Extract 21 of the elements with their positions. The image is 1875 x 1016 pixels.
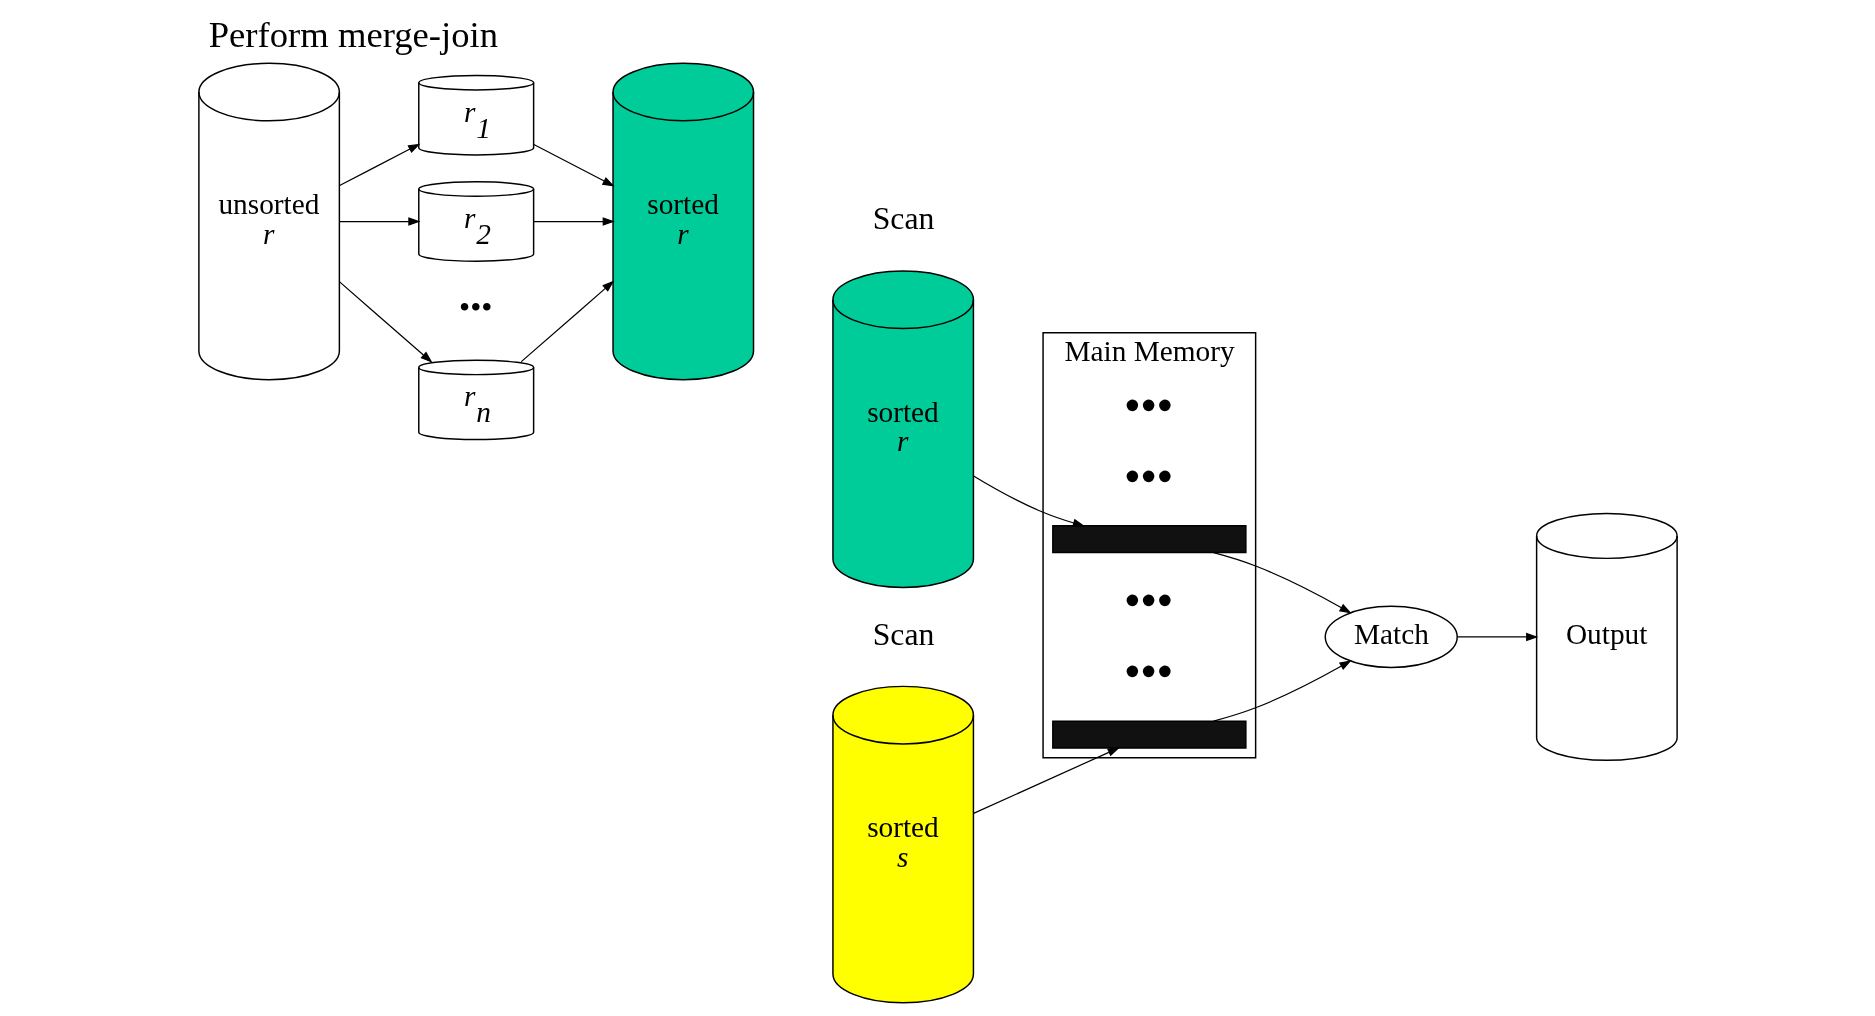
arrow: [1212, 660, 1352, 722]
arrow: [972, 747, 1120, 814]
label: ●●●: [1123, 655, 1173, 686]
label: ●●●: [1123, 584, 1173, 615]
label: Scan: [872, 616, 934, 652]
arrow: [338, 281, 432, 363]
arrow: [1212, 552, 1352, 614]
arrow: [338, 217, 421, 226]
node-box: [1051, 720, 1247, 749]
arrow: [532, 143, 615, 187]
diagram-title: Perform merge-join: [208, 14, 498, 56]
arrow: [532, 217, 615, 226]
node-box: [1051, 524, 1247, 554]
arrow: [972, 475, 1085, 527]
arrow: [338, 143, 420, 187]
arrow: [520, 280, 614, 363]
label: •••: [458, 290, 492, 326]
label: Scan: [872, 201, 934, 237]
label: ●●●: [1123, 388, 1173, 419]
label: ●●●: [1123, 459, 1173, 490]
arrow: [1456, 632, 1538, 642]
